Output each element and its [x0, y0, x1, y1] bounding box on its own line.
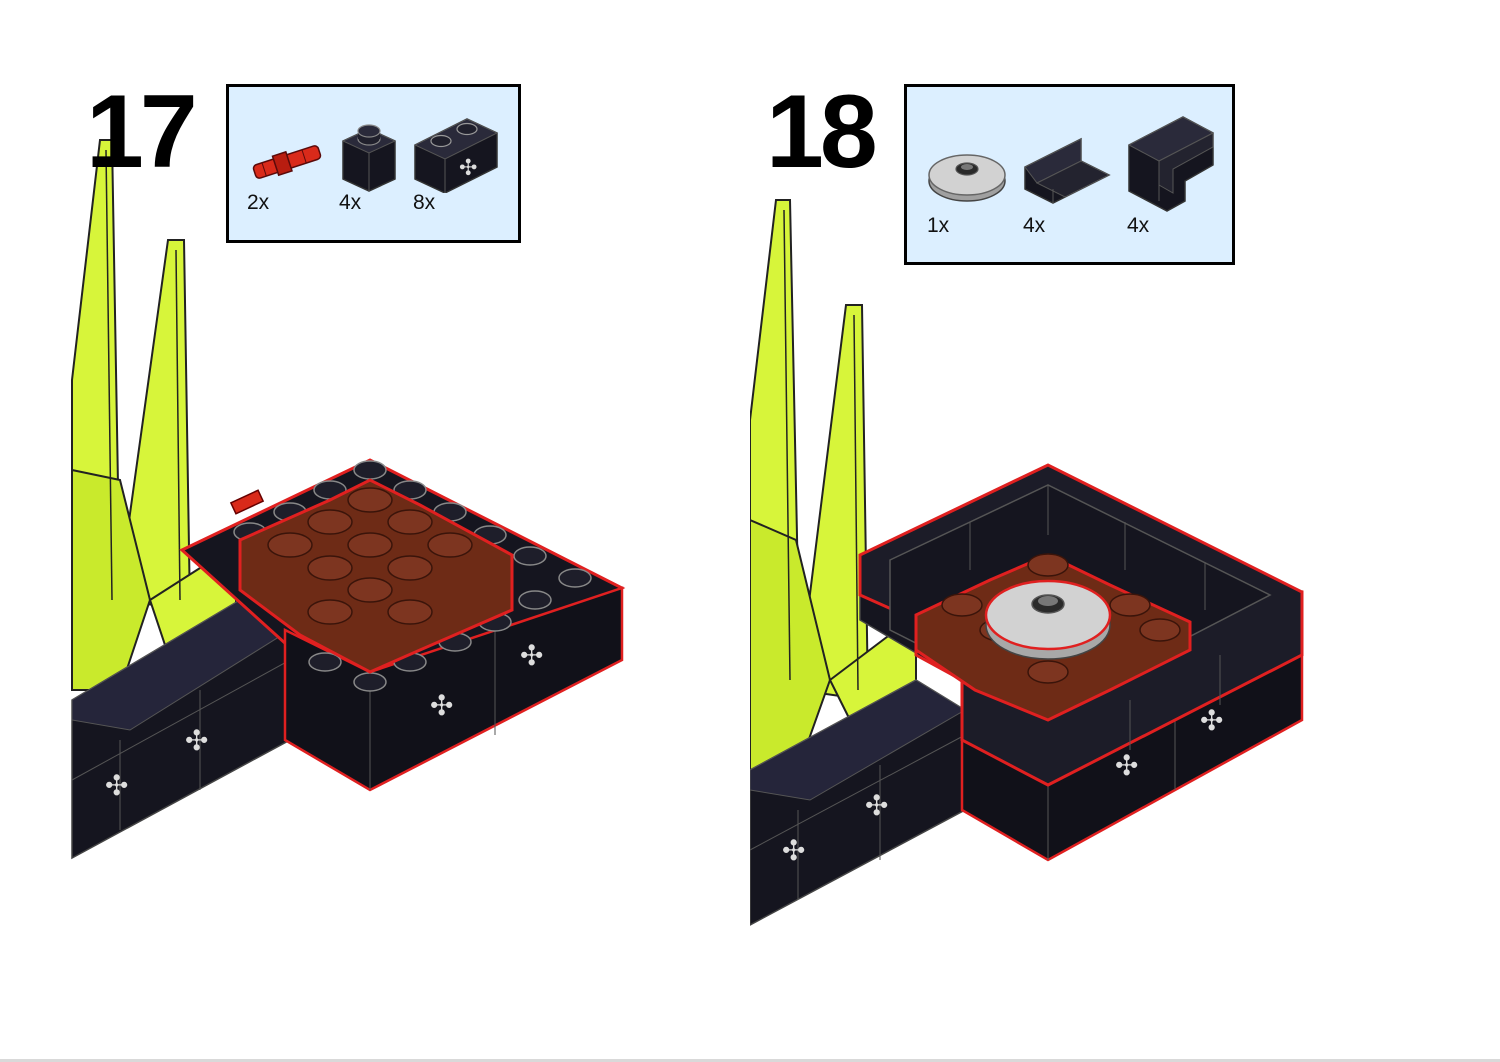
black-wall-icon: ✣ ✣	[71, 599, 291, 860]
svg-text:✣: ✣	[520, 639, 543, 672]
svg-text:✣: ✣	[459, 156, 477, 181]
step-17: ✣ ✣ ✣ ✣	[71, 74, 626, 860]
step-18: ✣ ✣ ✣ ✣	[750, 0, 1500, 1062]
svg-text:✣: ✣	[1200, 704, 1223, 737]
black-corner-tile-icon	[1127, 116, 1215, 212]
svg-text:✣: ✣	[782, 834, 805, 867]
red-pin-on-model-icon	[229, 489, 265, 515]
lime-spike-icon	[71, 139, 237, 691]
part-quantity: 4x	[339, 191, 362, 214]
gray-round-tile-on-model-icon	[984, 579, 1112, 660]
step-number: 17	[86, 74, 198, 190]
step-17-model-illustration: ✣ ✣ ✣ ✣	[71, 139, 626, 860]
part-quantity: 2x	[247, 191, 270, 214]
svg-text:✣: ✣	[1115, 749, 1138, 782]
svg-text:✣: ✣	[185, 724, 208, 757]
parts-list: 1x 4x 4x	[904, 84, 1235, 265]
svg-text:✣: ✣	[430, 689, 453, 722]
red-technic-pin-icon	[252, 145, 322, 179]
black-technic-brick-1x2-icon: ✣	[413, 118, 499, 193]
gray-round-tile-icon	[928, 154, 1006, 202]
black-brick-1x1-icon	[341, 124, 397, 192]
parts-list: 2x 4x ✣ 8x	[226, 84, 521, 243]
part-quantity: 4x	[1127, 214, 1150, 237]
brown-plate-icon	[238, 478, 514, 674]
part-quantity: 1x	[927, 214, 950, 237]
page-bottom-divider	[0, 1059, 1500, 1062]
step-number: 18	[766, 74, 878, 190]
svg-text:✣: ✣	[105, 769, 128, 802]
step-18-model-illustration: ✣ ✣ ✣ ✣	[750, 199, 1304, 926]
part-quantity: 4x	[1023, 214, 1046, 237]
part-quantity: 8x	[413, 191, 436, 214]
lime-spike-icon	[750, 199, 917, 771]
black-tile-1x2-with-wall-icon	[1024, 137, 1111, 204]
svg-text:✣: ✣	[865, 789, 888, 822]
